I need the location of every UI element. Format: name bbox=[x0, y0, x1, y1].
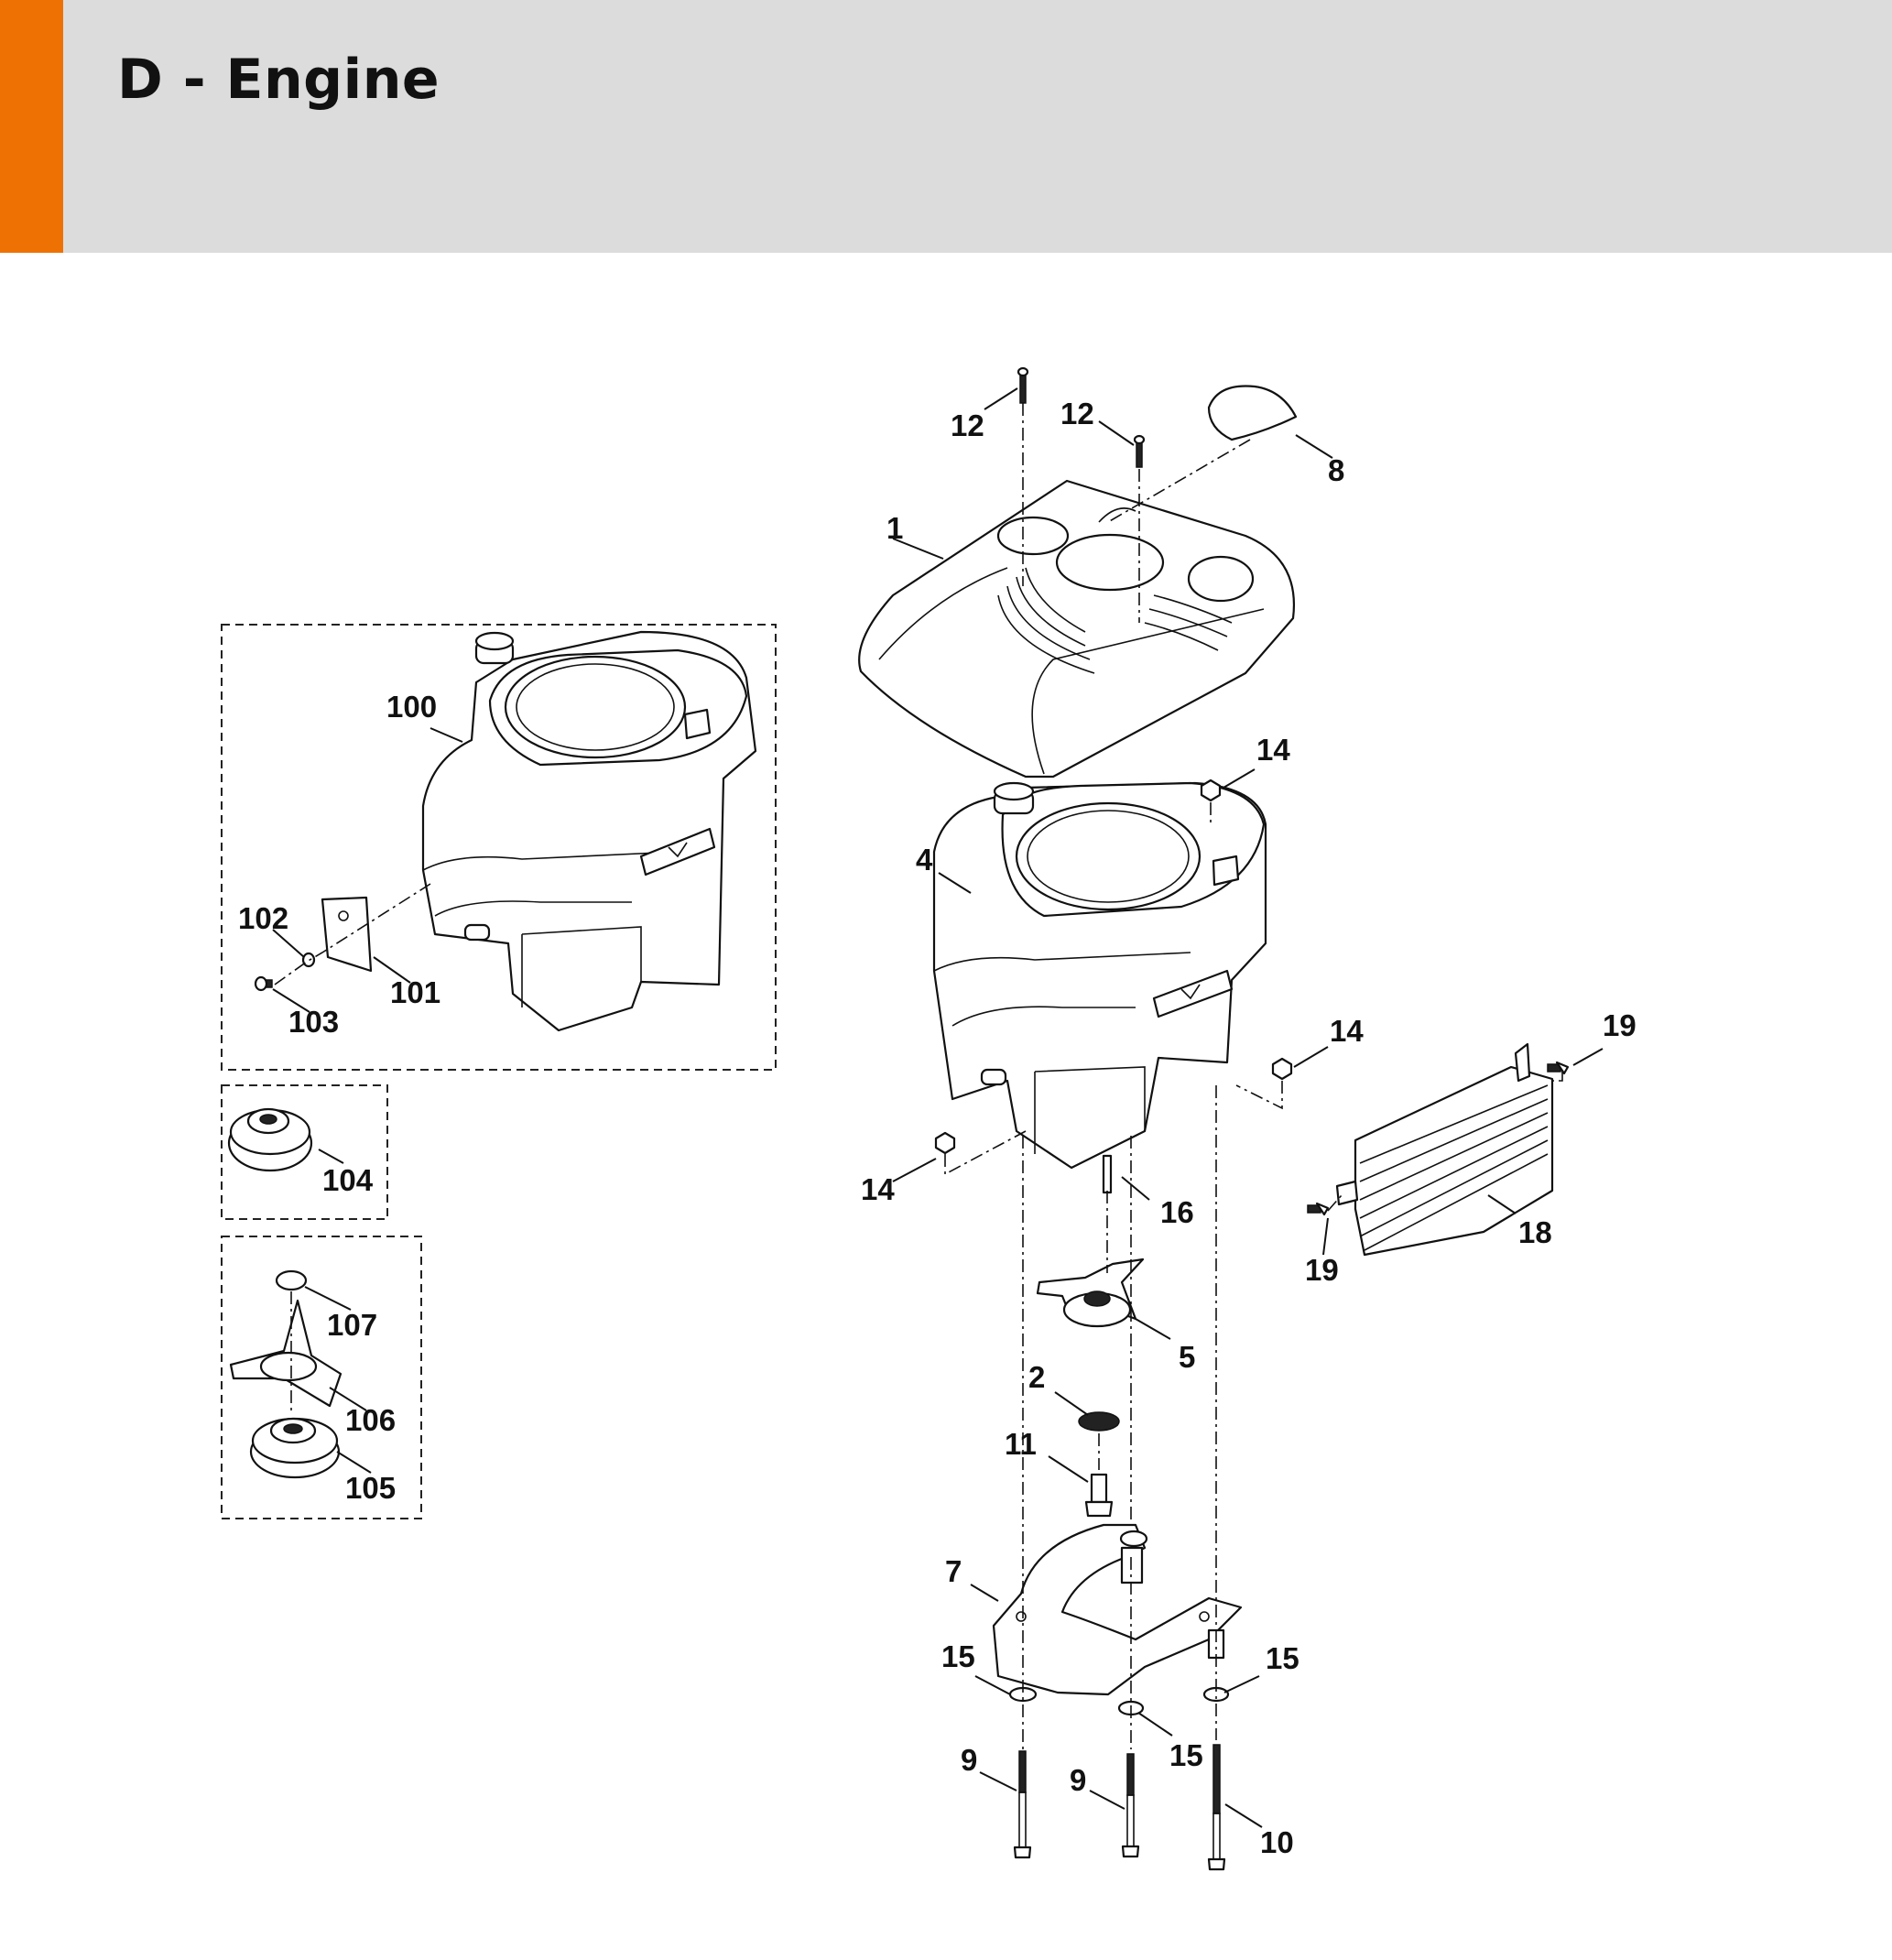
callout-5: 5 bbox=[1179, 1340, 1195, 1374]
callout-7: 7 bbox=[945, 1554, 962, 1588]
callout-105: 105 bbox=[345, 1471, 396, 1505]
kit-box-blade-adapter bbox=[221, 1236, 422, 1519]
callout-103: 103 bbox=[288, 1005, 339, 1039]
callout-10: 10 bbox=[1260, 1825, 1294, 1859]
callout-15-mid: 15 bbox=[1169, 1738, 1203, 1772]
callout-104: 104 bbox=[322, 1163, 374, 1197]
nut-14-left bbox=[934, 1131, 956, 1155]
callout-9-left: 9 bbox=[961, 1743, 977, 1777]
callout-9-mid: 9 bbox=[1070, 1763, 1086, 1797]
alignment-line-n bbox=[1327, 1194, 1343, 1212]
alignment-line-o bbox=[274, 883, 431, 985]
washer-2-part bbox=[1078, 1411, 1120, 1432]
muffler-guard-18-part bbox=[1335, 1042, 1554, 1257]
screw-12-left bbox=[1017, 366, 1029, 404]
callout-100: 100 bbox=[386, 690, 437, 724]
accent-stripe bbox=[0, 0, 63, 253]
leader-lines bbox=[272, 387, 1604, 1828]
bolt-11-part bbox=[1084, 1473, 1114, 1518]
callout-1: 1 bbox=[886, 511, 903, 545]
callout-19-right: 19 bbox=[1603, 1008, 1636, 1042]
nut-14-top bbox=[1200, 779, 1222, 802]
callout-18: 18 bbox=[1518, 1215, 1552, 1249]
snap-ring-107-part bbox=[275, 1269, 308, 1291]
callout-15-left: 15 bbox=[941, 1639, 975, 1673]
callout-11: 11 bbox=[1005, 1427, 1037, 1461]
callout-101: 101 bbox=[390, 975, 440, 1009]
callout-102: 102 bbox=[238, 901, 288, 935]
plate-101-hole bbox=[338, 910, 349, 921]
pin-16-part bbox=[1102, 1154, 1113, 1194]
callout-16: 16 bbox=[1160, 1195, 1194, 1229]
callout-8: 8 bbox=[1328, 453, 1344, 487]
callout-14-left: 14 bbox=[861, 1172, 895, 1206]
plate-101-part bbox=[321, 896, 373, 973]
bolt-10 bbox=[1207, 1744, 1226, 1871]
kit-box-pulley bbox=[221, 1084, 388, 1220]
engine-part bbox=[932, 781, 1267, 1170]
pulley-104-part bbox=[227, 1107, 313, 1172]
kit-box-engine-assembly bbox=[221, 624, 777, 1071]
callout-2: 2 bbox=[1028, 1360, 1045, 1394]
callout-labels: 12 12 8 1 14 4 14 14 16 19 19 18 5 2 11 … bbox=[238, 397, 1636, 1859]
callout-107: 107 bbox=[327, 1308, 377, 1342]
cap-part bbox=[1207, 385, 1298, 441]
callout-4: 4 bbox=[916, 843, 933, 877]
alignment-line-f bbox=[944, 1130, 1027, 1176]
blade-adapter-5-part bbox=[1036, 1258, 1145, 1328]
callout-12-right: 12 bbox=[1060, 397, 1094, 430]
callout-12-left: 12 bbox=[951, 408, 984, 442]
alignment-line-m bbox=[1552, 1072, 1563, 1082]
bracket-7-part bbox=[992, 1523, 1243, 1696]
nut-14-right bbox=[1271, 1057, 1293, 1081]
callout-106: 106 bbox=[345, 1403, 396, 1437]
engine-kit-part bbox=[421, 630, 757, 1032]
bolt-9-left bbox=[1013, 1750, 1032, 1859]
engine-cover-part bbox=[858, 479, 1295, 779]
bolt-19-right bbox=[1547, 1061, 1570, 1075]
callout-19-left: 19 bbox=[1305, 1253, 1339, 1287]
alignment-line-c bbox=[1107, 439, 1251, 523]
callout-14-top: 14 bbox=[1256, 733, 1290, 767]
washer-102-part bbox=[301, 952, 316, 968]
bolt-9-mid bbox=[1121, 1753, 1140, 1858]
alignment-line-e bbox=[1235, 1081, 1283, 1110]
header-bar: D - Engine bbox=[0, 0, 1892, 253]
callout-15-right: 15 bbox=[1266, 1641, 1299, 1675]
screw-103-part bbox=[254, 975, 273, 992]
callout-14-right: 14 bbox=[1330, 1014, 1364, 1048]
screw-12-right bbox=[1133, 434, 1146, 468]
pulley-105-part bbox=[249, 1417, 341, 1479]
page-title: D - Engine bbox=[117, 48, 440, 112]
blade-adapter-106-part bbox=[229, 1299, 343, 1408]
bolt-19-left bbox=[1307, 1202, 1330, 1216]
